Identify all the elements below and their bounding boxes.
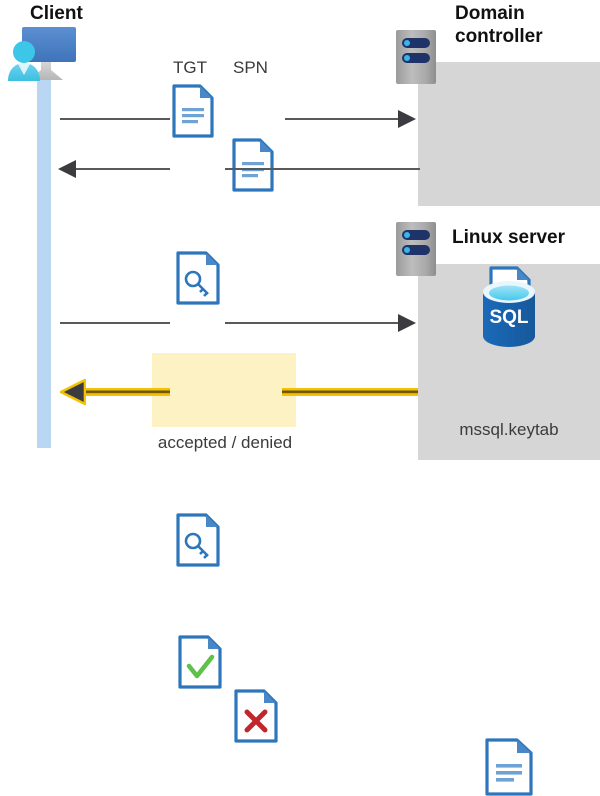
flow-service-line-left — [60, 322, 170, 324]
flow-ticket-line-right — [225, 168, 420, 170]
rack-led-top — [402, 230, 430, 240]
sql-database-icon: SQL — [477, 281, 541, 352]
client-lifeline — [37, 76, 51, 448]
accepted-document-icon — [178, 635, 600, 689]
linux-server-title: Linux server — [452, 227, 565, 248]
spn-label: SPN — [233, 58, 268, 77]
flow-request-line-right — [285, 118, 400, 120]
rack-led-bottom — [402, 245, 430, 255]
key-document-icon — [176, 513, 600, 567]
tgt-label: TGT — [173, 58, 207, 77]
keytab-document-icon — [485, 738, 600, 796]
rack-led-bottom — [402, 53, 430, 63]
keytab-label: mssql.keytab — [459, 420, 559, 439]
domain-controller-title: Domain controller — [455, 3, 543, 47]
svg-text:SQL: SQL — [489, 307, 528, 328]
accepted-denied-label: accepted / denied — [157, 433, 293, 452]
flow-ticket-line-left — [74, 168, 170, 170]
key-document-icon — [176, 251, 600, 305]
flow-result-bar-left — [80, 388, 170, 396]
spn-document-icon — [232, 138, 600, 192]
user-computer-icon — [6, 24, 94, 86]
server-rack-icon — [396, 222, 436, 276]
flow-ticket-arrowhead — [58, 160, 76, 183]
flow-result-arrowhead — [59, 378, 87, 410]
domain-controller-panel — [418, 62, 600, 206]
rack-led-top — [402, 38, 430, 48]
flow-service-arrowhead — [398, 314, 416, 337]
result-highlight-box — [152, 353, 296, 427]
server-rack-icon — [396, 30, 436, 84]
flow-request-line-left — [60, 118, 170, 120]
denied-document-icon — [234, 689, 600, 743]
flow-result-bar-right — [282, 388, 418, 396]
client-title: Client — [30, 3, 83, 24]
tgt-document-icon — [172, 84, 600, 138]
flow-request-arrowhead — [398, 110, 416, 133]
flow-service-line-right — [225, 322, 400, 324]
